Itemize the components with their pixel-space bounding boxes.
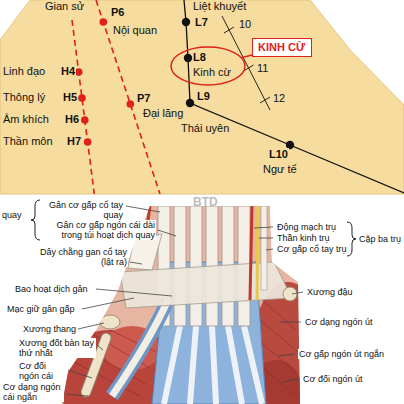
anatomy-label: Gân cơ gấp ngón cái dài trong túi hoạt d… (42, 220, 156, 240)
tendon-strand (190, 326, 196, 404)
anatomy-label: Cơ gấp ngón út ngắn (298, 349, 385, 359)
radial-bursa (112, 300, 168, 396)
point-name: Ngư tế (262, 163, 298, 176)
ulnar-nerve (257, 206, 258, 300)
anatomy-label: Động mạch trụ (276, 222, 337, 232)
point-code: H6 (64, 113, 80, 126)
ellipse-outline (171, 47, 245, 85)
group-label: Cặp ba trụ (358, 234, 402, 244)
point-name: Âm khích (2, 113, 50, 126)
anatomy-label: Cơ đối ngón út (302, 374, 363, 384)
anatomy-label: Cơ dạng ngón cái ngắn (2, 382, 64, 402)
group-brace (347, 222, 356, 256)
point-dot (182, 18, 190, 26)
point-code: P6 (110, 6, 125, 19)
point-dot (184, 54, 192, 62)
point-name: Thần môn (2, 135, 54, 148)
leader-line (282, 379, 299, 382)
tendon-strand (244, 326, 262, 404)
ulnar-flexor-tendon (261, 206, 267, 290)
point-code: L8 (193, 51, 206, 64)
point-code: P7 (136, 92, 151, 105)
anatomy-label: Dây chằng gan cổ tay (lật ra) (30, 247, 128, 267)
point-code: L9 (196, 90, 211, 103)
pericardium-meridian (96, 0, 160, 194)
callout-box: KINH CỪ (252, 38, 312, 57)
tendon-strand (212, 326, 216, 404)
leader-line (292, 292, 303, 294)
point-name: Nội quan (112, 24, 158, 37)
point-code: H5 (62, 91, 78, 104)
anatomy-label: Bao hoạt dịch gân (14, 284, 89, 294)
point-name: Liệt khuyết (192, 0, 247, 13)
point-name: Thông lý (2, 91, 46, 104)
point-code: H4 (60, 65, 76, 78)
point-code: H7 (66, 135, 82, 148)
scale-tick (224, 27, 234, 33)
scale-number: 11 (256, 62, 269, 75)
anatomy-label: Mạc giữ gân gấp (6, 304, 76, 314)
ulnar-artery (250, 206, 252, 300)
pisiform-bone (283, 287, 297, 301)
leader-line (82, 298, 134, 309)
heart-meridian (72, 20, 94, 194)
point-code: L7 (194, 16, 209, 29)
leader-line (280, 322, 301, 323)
leader-line (126, 206, 160, 212)
point-dot (84, 138, 92, 146)
point-code: L10 (268, 148, 289, 161)
point-dot (186, 99, 194, 107)
anatomy-label: Xương thang (22, 324, 77, 334)
long-flexor-tendon (112, 300, 168, 396)
scale-number: 12 (272, 92, 286, 105)
connector-line (242, 55, 252, 57)
leader-line (158, 230, 176, 236)
point-dot (127, 100, 135, 108)
tendon-strand (228, 326, 242, 404)
tendon (190, 206, 202, 326)
point-name: Đại lăng (142, 107, 184, 120)
lung-meridian (184, 0, 404, 193)
point-dot (81, 116, 89, 124)
anatomy-label: Cơ gấp cổ tay trụ (276, 244, 347, 254)
anatomy-label: Thần kinh trụ (276, 233, 331, 243)
point-name: Thái uyên (180, 122, 230, 135)
point-dot (100, 18, 108, 26)
anatomy-label: Xương đốt bàn tay thứ nhất (18, 338, 96, 358)
point-name: Gian sử (44, 0, 85, 13)
highlight-ellipse: L8Kinh cừ (170, 46, 246, 86)
trapezium-bone (100, 315, 120, 329)
point-name: Kinh cừ (193, 66, 231, 79)
leader-line (278, 354, 295, 356)
leader-line (78, 323, 104, 329)
group-label: quay (1, 210, 23, 220)
forearm-skin (0, 0, 404, 194)
scale-number: 10 (238, 18, 252, 31)
leader-line (97, 345, 103, 350)
scale-line (222, 16, 270, 110)
anatomy-label: Xương đậu (306, 287, 353, 297)
tendon-strand (164, 326, 180, 404)
leader-line (68, 370, 92, 378)
anatomy-label: Cơ dạng ngón út (304, 317, 373, 327)
scale-tick (260, 97, 270, 103)
leader-line (266, 249, 273, 250)
callout-title: KINH CỪ (258, 41, 305, 54)
point-name: Linh đạo (2, 65, 46, 78)
watermark: BTD (192, 195, 219, 209)
anatomy-label: Gân cơ gấp cổ tay quay (42, 200, 124, 220)
point-dot (78, 94, 86, 102)
anatomy-label: Cơ đối ngón cái (18, 361, 66, 381)
leader-line (254, 227, 273, 228)
leader-line (130, 262, 142, 264)
group-brace (31, 200, 40, 240)
leader-line (66, 394, 88, 396)
leader-line (259, 238, 273, 239)
leader-line (96, 289, 172, 296)
tendon (174, 206, 186, 326)
